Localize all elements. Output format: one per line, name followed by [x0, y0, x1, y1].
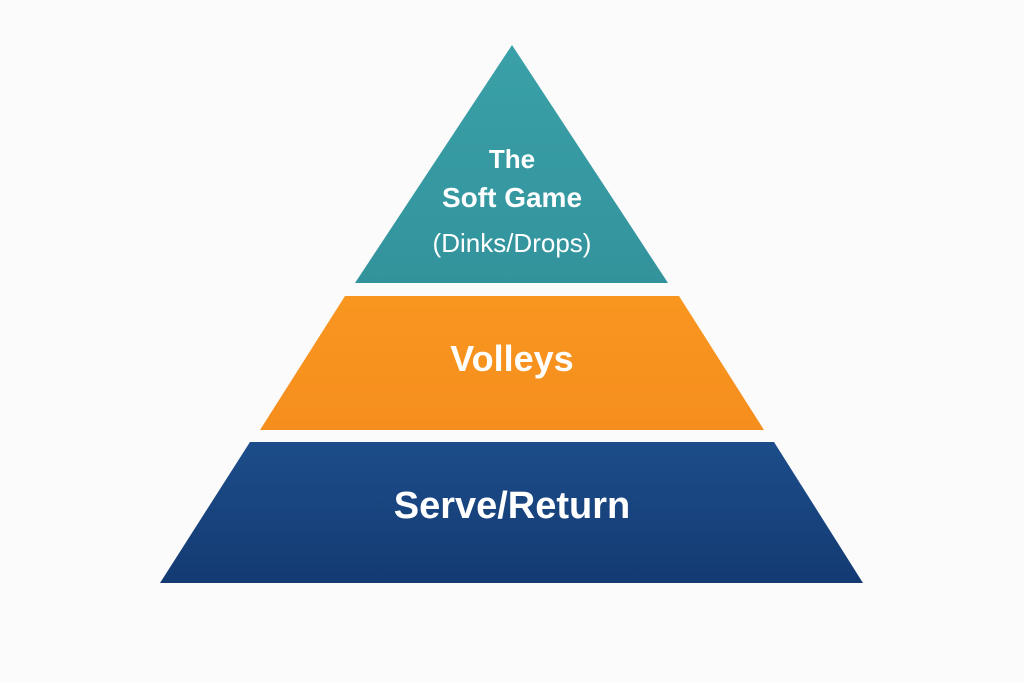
top-tier-label-line1: The: [489, 144, 535, 174]
top-tier-label-line2: Soft Game: [442, 182, 582, 213]
top-tier-label-line3: (Dinks/Drops): [433, 228, 592, 258]
middle-tier-label: Volleys: [450, 338, 573, 379]
pyramid-top-tier: [355, 45, 668, 283]
pyramid-middle-tier: [260, 296, 764, 430]
bottom-tier-label: Serve/Return: [394, 485, 631, 527]
pyramid-bottom-tier: [160, 442, 863, 583]
